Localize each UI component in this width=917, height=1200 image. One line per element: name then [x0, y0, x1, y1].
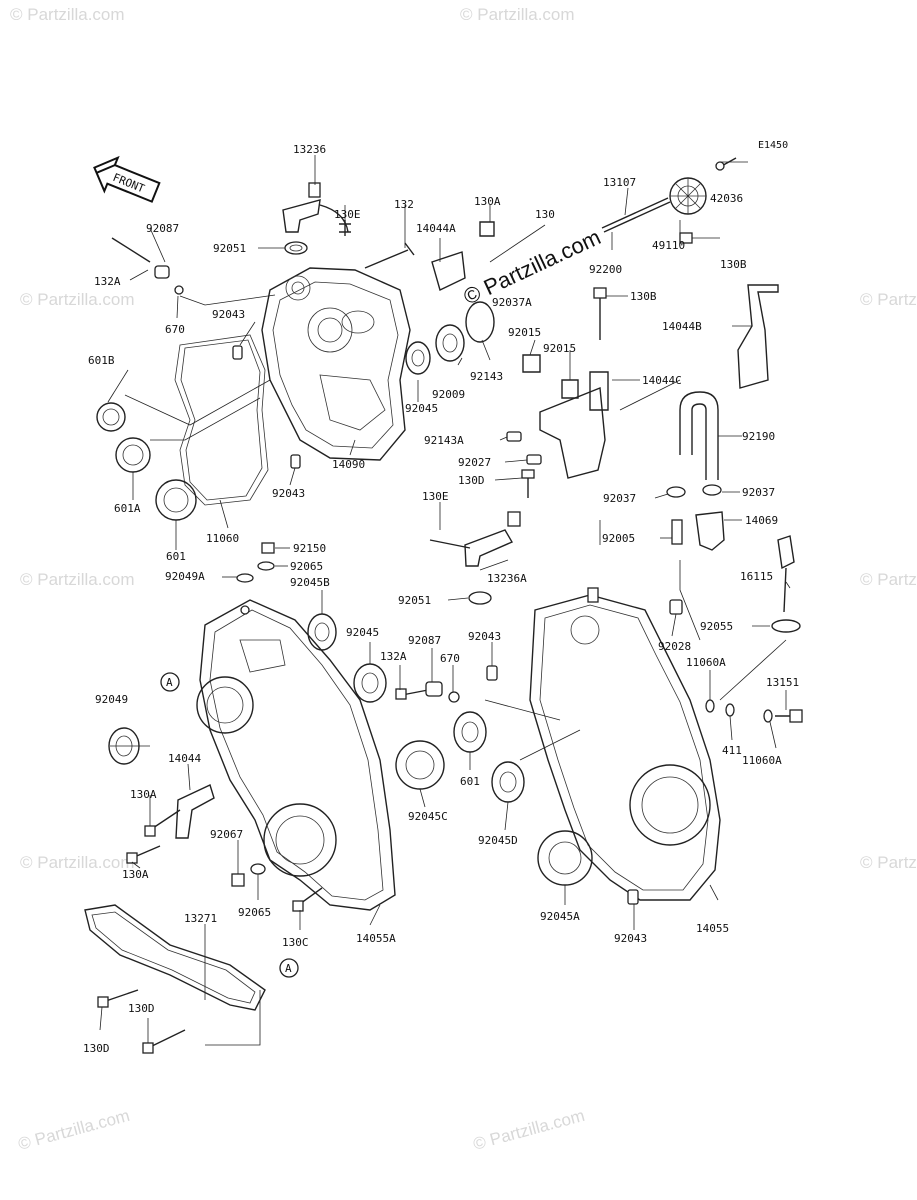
label-92043: 92043	[614, 932, 647, 945]
label-14055a: 14055A	[356, 932, 396, 945]
label-132: 132	[394, 198, 414, 211]
label-130a: 130A	[122, 868, 149, 881]
label-11060a: 11060A	[686, 656, 726, 669]
label-92200: 92200	[589, 263, 622, 276]
label-13107: 13107	[603, 176, 636, 189]
label-92043: 92043	[468, 630, 501, 643]
label-92065: 92065	[290, 560, 323, 573]
label-92037: 92037	[603, 492, 636, 505]
label-14044b: 14044B	[662, 320, 702, 333]
label-130b: 130B	[720, 258, 747, 271]
label-601: 601	[166, 550, 186, 563]
label-92005: 92005	[602, 532, 635, 545]
label-130d: 130D	[128, 1002, 155, 1015]
ref-marker-label: A	[285, 962, 292, 975]
label-92045c: 92045C	[408, 810, 448, 823]
label-92143a: 92143A	[424, 434, 464, 447]
label-92049: 92049	[95, 693, 128, 706]
label-130b: 130B	[630, 290, 657, 303]
label-130: 130	[535, 208, 555, 221]
label-92028: 92028	[658, 640, 691, 653]
pump-assembly	[506, 157, 801, 633]
label-132a: 132A	[380, 650, 407, 663]
label-132a: 132A	[94, 275, 121, 288]
label-92045: 92045	[405, 402, 438, 415]
label-92037: 92037	[742, 486, 775, 499]
label-42036: 42036	[710, 192, 743, 205]
watermark: © Partzilla.com	[20, 853, 135, 872]
watermark: © Partzilla.com	[471, 1106, 587, 1154]
label-92037a: 92037A	[492, 296, 532, 309]
label-92043: 92043	[272, 487, 305, 500]
label-92067: 92067	[210, 828, 243, 841]
label-14044: 14044	[168, 752, 201, 765]
watermark: © Partzilla.com	[860, 853, 917, 872]
label-601: 601	[460, 775, 480, 788]
label-92055: 92055	[700, 620, 733, 633]
label-130d: 130D	[458, 474, 485, 487]
label-92049a: 92049A	[165, 570, 205, 583]
label-601b: 601B	[88, 354, 115, 367]
diagram-code: E1450	[758, 140, 788, 151]
partzilla-watermark: © Partzilla.com	[460, 224, 605, 309]
label-411: 411	[722, 744, 742, 757]
label-13236: 13236	[293, 143, 326, 156]
watermark: © Partzilla.com	[20, 570, 135, 589]
label-13236a: 13236A	[487, 572, 527, 585]
label-130a: 130A	[130, 788, 157, 801]
watermark: © Partzilla.com	[10, 5, 125, 24]
label-92015: 92015	[543, 342, 576, 355]
label-92045: 92045	[346, 626, 379, 639]
label-601a: 601A	[114, 502, 141, 515]
label-92027: 92027	[458, 456, 491, 469]
watermark: © Partzilla.com	[860, 290, 917, 309]
label-16115: 16115	[740, 570, 773, 583]
label-130e: 130E	[422, 490, 449, 503]
label-14055: 14055	[696, 922, 729, 935]
label-130e: 130E	[334, 208, 361, 221]
leader-lines	[99, 155, 791, 1046]
label-92043: 92043	[212, 308, 245, 321]
label-92051: 92051	[398, 594, 431, 607]
label-13151: 13151	[766, 676, 799, 689]
label-130c: 130C	[282, 936, 309, 949]
label-130a: 130A	[474, 195, 501, 208]
watermark: © Partzilla.com	[460, 5, 575, 24]
label-14069: 14069	[745, 514, 778, 527]
label-11060: 11060	[206, 532, 239, 545]
label-92150: 92150	[293, 542, 326, 555]
right-crankcase	[486, 587, 803, 905]
label-670: 670	[165, 323, 185, 336]
ref-marker-label: A	[166, 676, 173, 689]
label-130d: 130D	[83, 1042, 110, 1055]
label-670: 670	[440, 652, 460, 665]
watermark: © Partzilla.com	[16, 1106, 132, 1154]
upper-cover-assembly	[96, 182, 495, 521]
label-14044a: 14044A	[416, 222, 456, 235]
label-11060a: 11060A	[742, 754, 782, 767]
label-92143: 92143	[470, 370, 503, 383]
watermark: © Partzilla.com	[20, 290, 135, 309]
front-arrow-icon: FRONT	[93, 155, 161, 203]
label-92087: 92087	[408, 634, 441, 647]
label-14090: 14090	[332, 458, 365, 471]
reference-marker-a: A	[279, 958, 299, 978]
label-92087: 92087	[146, 222, 179, 235]
label-92015: 92015	[508, 326, 541, 339]
part-labels: 13236 92087 132A 670 92051 130E 132 1404…	[83, 143, 799, 1055]
label-49110: 49110	[652, 239, 685, 252]
label-14044c: 14044C	[642, 374, 682, 387]
left-crankcase	[84, 511, 521, 1054]
watermark: © Partzilla.com	[860, 570, 917, 589]
label-13271: 13271	[184, 912, 217, 925]
label-92045a: 92045A	[540, 910, 580, 923]
label-92009: 92009	[432, 388, 465, 401]
label-92045b: 92045B	[290, 576, 330, 589]
label-92045d: 92045D	[478, 834, 518, 847]
label-92051: 92051	[213, 242, 246, 255]
label-92065: 92065	[238, 906, 271, 919]
reference-marker-a: A	[160, 672, 180, 692]
label-92190: 92190	[742, 430, 775, 443]
